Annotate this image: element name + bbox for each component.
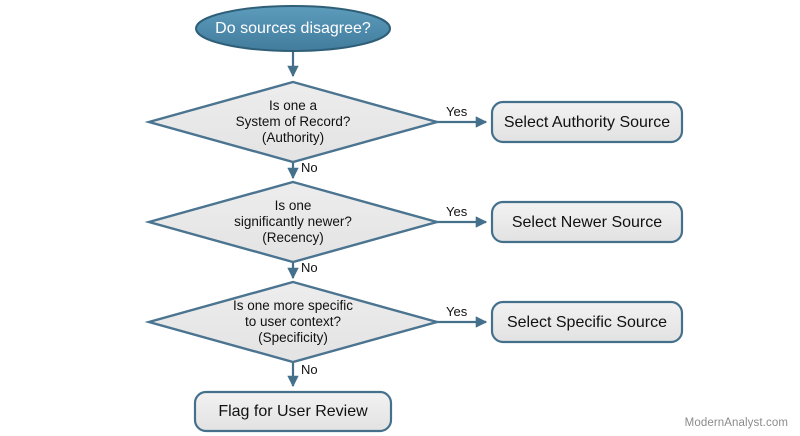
node-decision-recency[interactable] [144,180,442,264]
node-result-newer[interactable] [490,200,684,244]
node-start[interactable] [195,5,391,52]
node-decision-specificity[interactable] [144,280,442,364]
node-decision-authority[interactable] [144,80,442,164]
node-result-specific[interactable] [490,300,684,344]
node-result-authority[interactable] [490,100,684,144]
node-result-flag[interactable] [193,390,393,433]
